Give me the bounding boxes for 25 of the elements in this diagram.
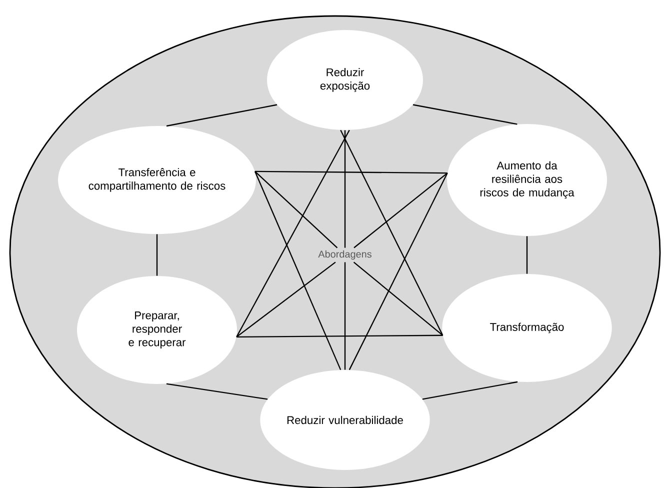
ellipse-node: Transferência e compartilhamento de riscos <box>58 126 256 234</box>
connector-line <box>354 172 448 248</box>
connector-line <box>412 104 518 125</box>
ellipse-node: Transformação <box>442 274 612 382</box>
connector-line <box>156 234 158 276</box>
connector-line <box>254 170 448 174</box>
ellipse-node: Reduzir vulnerabilidade <box>260 370 430 470</box>
connector-line <box>236 262 336 338</box>
connector-line <box>254 171 342 370</box>
connector-line <box>348 172 448 370</box>
connector-line <box>236 130 350 338</box>
connector-line <box>344 262 346 370</box>
center-label: Abordagens <box>318 250 372 260</box>
connector-line <box>236 334 443 338</box>
ellipse-node: Preparar, responder e recuperar <box>77 276 237 384</box>
connector-line <box>340 130 444 336</box>
ellipse-node: Aumento da resiliência aos riscos de mudança <box>447 124 607 236</box>
connector-line <box>344 130 346 248</box>
connector-line <box>166 104 278 127</box>
connector-line <box>422 381 518 400</box>
connector-line <box>254 171 338 248</box>
connector-line <box>526 236 528 274</box>
ellipse-node: Reduzir exposição <box>267 30 423 130</box>
connector-line <box>353 262 444 336</box>
connector-line <box>166 383 268 400</box>
